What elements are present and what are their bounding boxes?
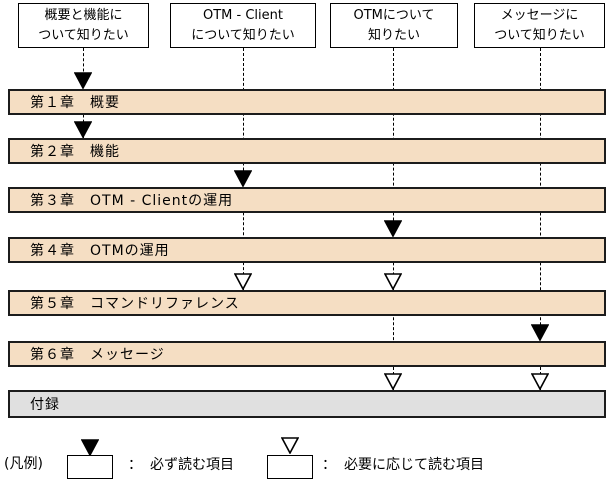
- legend-must-read-box: [67, 455, 113, 479]
- must-read-arrow-icon: [530, 324, 550, 342]
- legend-colon: ：: [128, 457, 142, 473]
- optional-read-arrow-icon: [530, 373, 550, 391]
- must-read-arrow-icon: [383, 220, 403, 238]
- intent-box-line: 概要と機能に: [44, 8, 123, 23]
- intent-box-messages: メッセージに ついて知りたい: [474, 3, 605, 48]
- intent-box-overview-functions: 概要と機能に ついて知りたい: [18, 3, 149, 48]
- appendix-bar: 付録: [8, 390, 606, 418]
- chapter-bar-2: 第２章 機能: [8, 138, 606, 164]
- flow-dashed-line: [540, 48, 541, 390]
- intent-box-line: OTM - Client: [203, 8, 283, 23]
- chapter-label: 第５章 コマンドリファレンス: [30, 296, 240, 312]
- chapter-label: 第４章 OTMの運用: [30, 243, 170, 259]
- intent-box-line: について知りたい: [191, 27, 295, 43]
- legend-optional-read-label: 必要に応じて読む項目: [344, 457, 484, 473]
- chapter-label: 第１章 概要: [30, 95, 120, 111]
- flow-dashed-line: [243, 48, 244, 290]
- intent-box-otm-client: OTM - Client について知りたい: [170, 3, 316, 48]
- chapter-bar-4: 第４章 OTMの運用: [8, 237, 606, 263]
- legend-must-read-label: 必ず読む項目: [150, 457, 234, 473]
- intent-box-line: OTMについて: [353, 8, 435, 23]
- chapter-bar-6: 第６章 メッセージ: [8, 341, 606, 367]
- chapter-label: 第６章 メッセージ: [30, 347, 165, 363]
- must-read-arrow-icon: [73, 72, 93, 90]
- chapter-bar-1: 第１章 概要: [8, 89, 606, 115]
- chapter-label: 第２章 機能: [30, 144, 120, 160]
- chapter-bar-3: 第３章 OTM - Clientの運用: [8, 187, 606, 213]
- optional-read-arrow-icon: [383, 273, 403, 291]
- intent-box-line: メッセージに: [500, 8, 579, 23]
- intent-box-line: ついて知りたい: [38, 27, 129, 43]
- appendix-label: 付録: [30, 397, 60, 413]
- legend-title: (凡例): [4, 456, 43, 472]
- optional-read-arrow-icon: [280, 437, 300, 455]
- legend-optional-read-box: [267, 455, 313, 479]
- intent-box-line: 知りたい: [367, 27, 420, 43]
- intent-box-otm: OTMについて 知りたい: [330, 3, 458, 48]
- optional-read-arrow-icon: [233, 273, 253, 291]
- chapter-bar-5: 第５章 コマンドリファレンス: [8, 290, 606, 316]
- chapter-label: 第３章 OTM - Clientの運用: [30, 193, 234, 209]
- intent-box-line: ついて知りたい: [494, 27, 585, 43]
- must-read-arrow-icon: [73, 121, 93, 139]
- optional-read-arrow-icon: [383, 373, 403, 391]
- must-read-arrow-icon: [233, 170, 253, 188]
- must-read-arrow-icon: [80, 439, 100, 457]
- legend-colon: ：: [322, 457, 336, 473]
- flow-dashed-line: [393, 48, 394, 390]
